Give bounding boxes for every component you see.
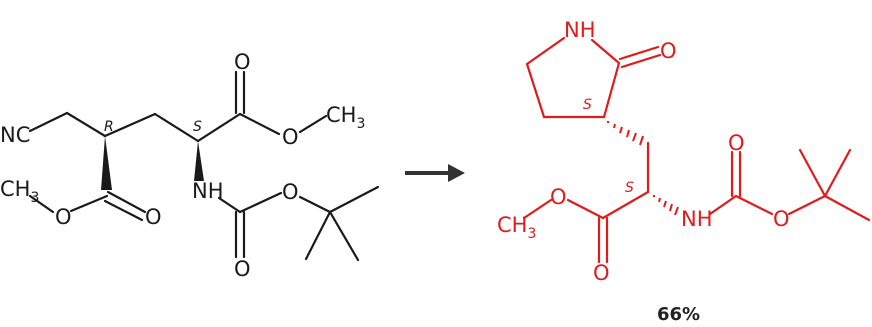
- reactant-amine-nh: NH: [192, 179, 224, 203]
- reactant-carbamate-carbonyl-o: O: [234, 257, 251, 281]
- reactant-wedge-s: [194, 141, 204, 181]
- reactant-nitrile-label: NC: [0, 123, 30, 147]
- product-stereo-alpha-label: S: [625, 180, 634, 196]
- product-ester-ether-o: O: [550, 185, 567, 209]
- reactant-wedge-r: [101, 136, 112, 190]
- product-hash-alpha-to-nh: [653, 195, 679, 216]
- product-amine-nh: NH: [681, 207, 713, 231]
- reactant-methyl-left: CH3: [0, 177, 39, 206]
- reactant-bonds: [28, 70, 380, 262]
- product-molecule: NH O S S O CH3 O NH O O: [497, 18, 871, 285]
- reactant-ester-ether-o: O: [282, 125, 299, 149]
- reactant-stereo-s-label: S: [193, 119, 202, 135]
- product-bonds: [522, 36, 871, 264]
- reactant-left-ester-ether-o: O: [55, 205, 72, 229]
- reactant-left-ester-carbonyl-o: O: [145, 205, 162, 229]
- reactant-methyl-top: CH3: [326, 103, 365, 132]
- product-methyl: CH3: [497, 213, 536, 242]
- reactant-carbamate-ether-o: O: [282, 180, 299, 204]
- product-hash-ring-to-chain: [607, 121, 644, 146]
- reactant-stereo-r-label: R: [104, 119, 114, 135]
- reactant-molecule: NC O O CH3 CH3 O O NH O O R S: [0, 50, 380, 281]
- reaction-arrow: [405, 164, 465, 182]
- reactant-ester-carbonyl-o: O: [234, 50, 251, 74]
- product-lactam-carbonyl-o: O: [660, 39, 677, 63]
- product-carbamate-carbonyl-o: O: [728, 131, 745, 155]
- product-stereo-ring-label: S: [583, 97, 592, 113]
- product-ester-carbonyl-o: O: [593, 261, 610, 285]
- product-carbamate-ether-o: O: [773, 207, 790, 231]
- product-lactam-nh: NH: [564, 18, 596, 42]
- reaction-yield: 66%: [657, 304, 700, 325]
